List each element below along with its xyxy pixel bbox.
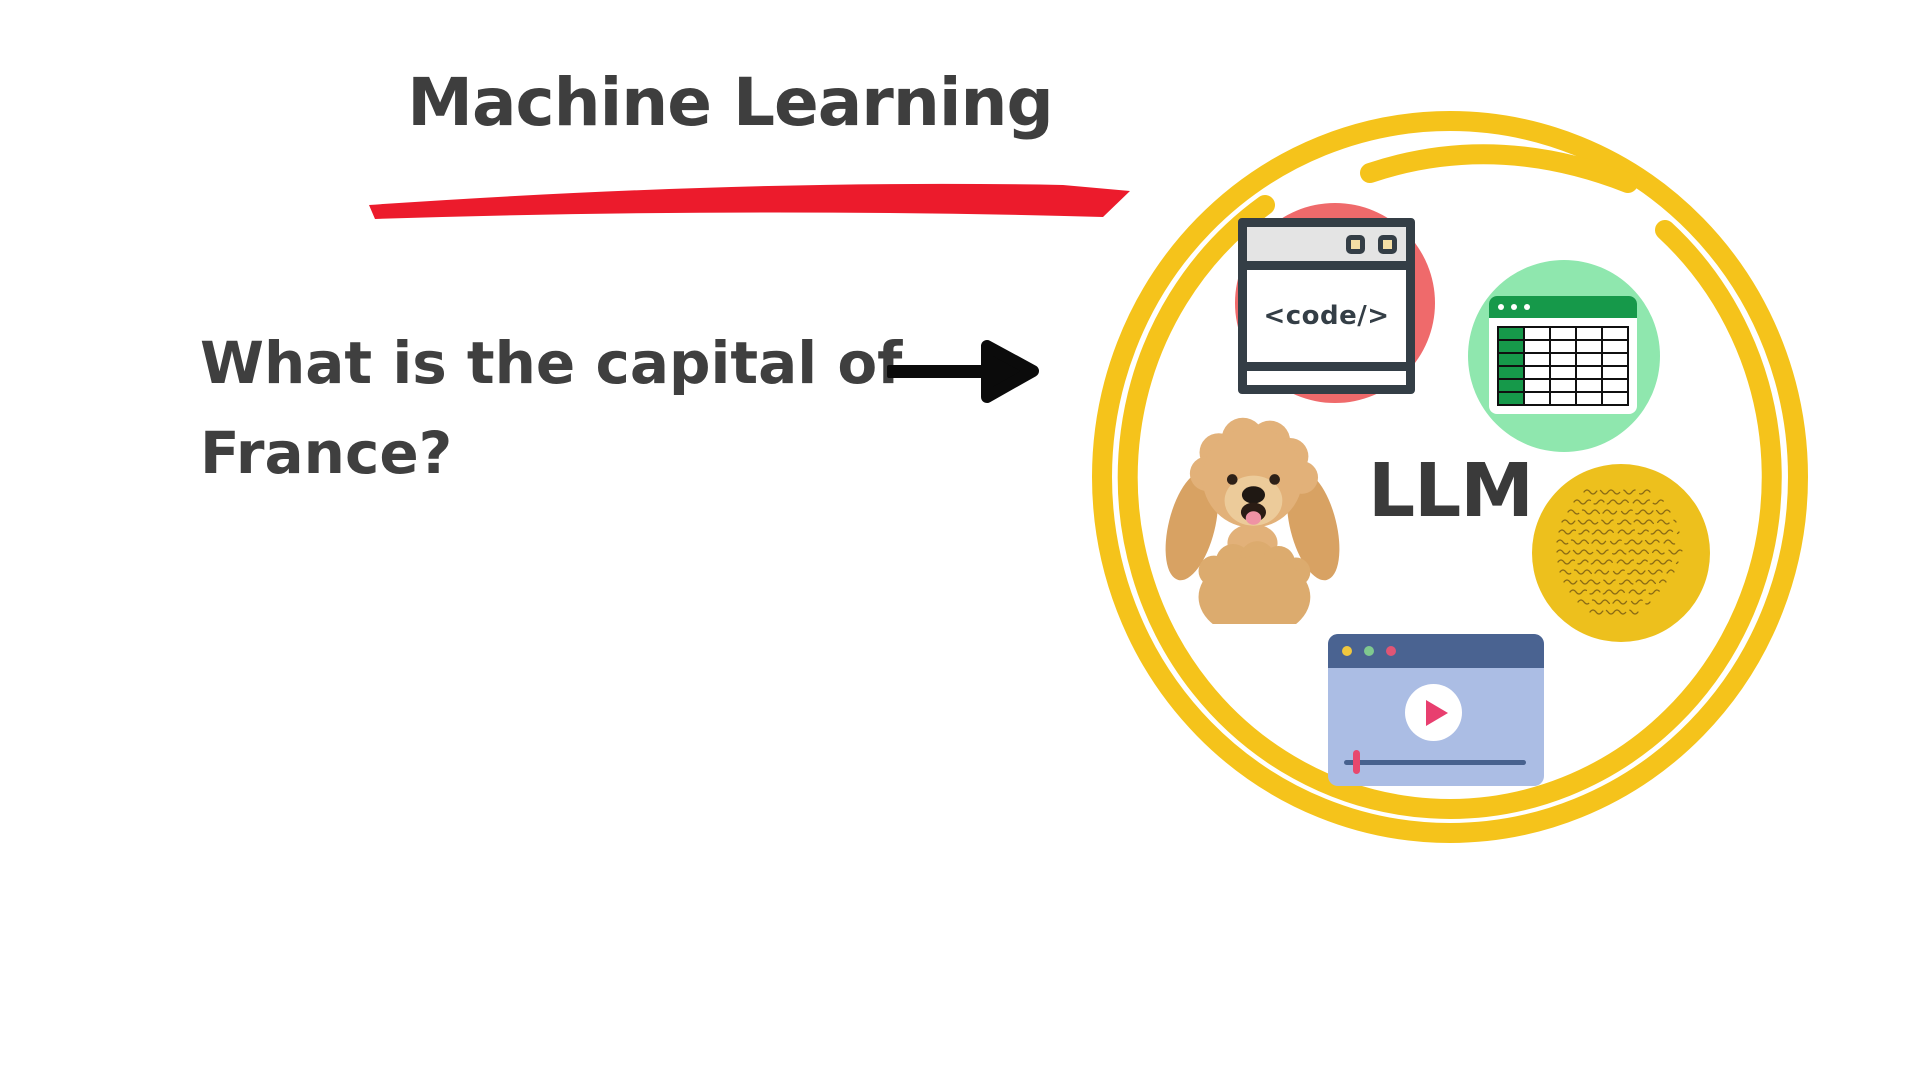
spreadsheet-titlebar [1489, 296, 1637, 318]
code-label: <code/> [1263, 301, 1390, 331]
window-button-icon [1378, 234, 1397, 254]
window-dot-icon [1342, 646, 1352, 656]
question-line-2: France? [200, 419, 453, 487]
window-dot-icon [1386, 646, 1396, 656]
code-window-body: <code/> [1247, 270, 1406, 362]
window-dot-icon [1511, 304, 1517, 310]
poodle-dog-image [1165, 417, 1340, 624]
window-dot-icon [1364, 646, 1374, 656]
handwriting-scribbles [1556, 489, 1684, 615]
play-icon [1426, 699, 1448, 726]
video-titlebar [1328, 634, 1544, 668]
red-underline-stroke [369, 183, 1130, 219]
video-scrubber-handle [1353, 750, 1360, 774]
code-window-titlebar [1247, 227, 1406, 270]
doodle-circle [1092, 111, 1808, 843]
window-button-icon [1346, 234, 1365, 254]
handwritten-note-circle [1532, 464, 1710, 642]
code-window-footer [1247, 362, 1406, 385]
arrow-right-icon [887, 340, 1039, 403]
spreadsheet-icon [1489, 296, 1637, 414]
window-dot-icon [1524, 304, 1530, 310]
play-button [1405, 684, 1462, 741]
page-title: Machine Learning [407, 64, 1053, 141]
spreadsheet-background-circle [1468, 260, 1660, 452]
question-line-1: What is the capital of [200, 329, 903, 397]
video-player-icon [1328, 634, 1544, 786]
llm-label: LLM [1368, 448, 1534, 534]
question-text: What is the capital of France? [200, 318, 920, 498]
video-progress-bar [1344, 760, 1526, 765]
window-dot-icon [1498, 304, 1504, 310]
code-window-icon: <code/> [1238, 218, 1415, 394]
spreadsheet-grid [1497, 326, 1629, 410]
